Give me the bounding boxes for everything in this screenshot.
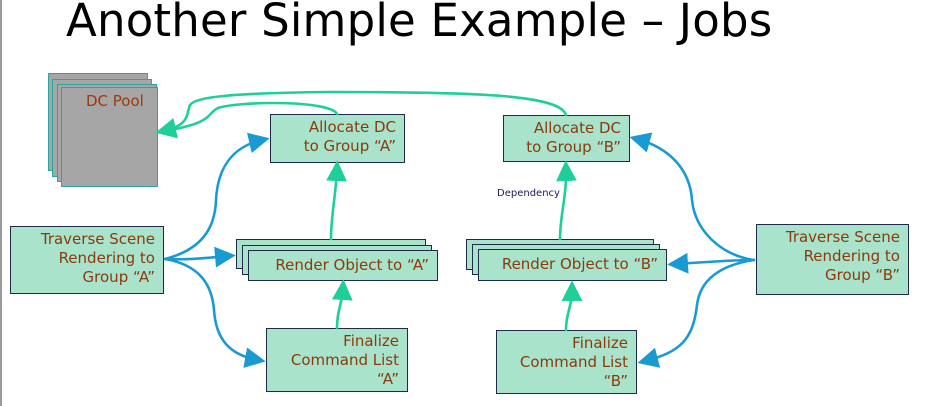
dependency-arrow-allocate-a-to-pool: [163, 101, 339, 133]
node-line: “B”: [603, 372, 628, 390]
node-line: Rendering to: [58, 249, 155, 267]
node-line: Render Object to “B”: [501, 255, 658, 273]
dc-pool-card-front: [61, 87, 158, 187]
node-line: “A”: [376, 370, 399, 388]
dependency-arrow-finalize-a-to-render-a: [331, 279, 353, 330]
allocate-dc-group-b-node: Allocate DC to Group “B”: [503, 115, 630, 162]
node-line: Command List: [290, 351, 399, 369]
node-line: to Group “B”: [526, 138, 621, 156]
spawn-arrow-traverse-b-to-finalize-b: [637, 258, 756, 368]
finalize-command-list-b-node: Finalize Command List “B”: [496, 330, 637, 394]
render-object-a-node: Render Object to “A”: [248, 250, 438, 281]
traverse-scene-group-b-node: Traverse Scene Rendering to Group “B”: [756, 224, 909, 295]
node-line: Group “B”: [825, 266, 900, 284]
node-line: Command List: [519, 353, 628, 371]
dependency-arrow-finalize-b-to-render-b: [561, 280, 583, 332]
traverse-scene-group-a-node: Traverse Scene Rendering to Group “A”: [10, 226, 164, 294]
slide-title: Another Simple Example – Jobs: [66, 0, 773, 47]
node-line: Traverse Scene: [40, 230, 155, 248]
dependency-arrow-allocate-b-to-pool: [155, 90, 568, 139]
node-line: Finalize: [343, 332, 399, 350]
node-line: Finalize: [572, 334, 628, 352]
dc-pool-label: DC Pool: [86, 92, 144, 110]
dependency-arrow-render-a-to-allocate-a: [326, 160, 347, 241]
node-line: Render Object to “A”: [275, 256, 429, 274]
node-line: Allocate DC: [533, 119, 621, 137]
dependency-arrow-render-b-to-allocate-b: [556, 160, 577, 241]
spawn-arrow-traverse-b-to-allocate-b: [629, 132, 756, 262]
node-line: Rendering to: [803, 247, 900, 265]
node-line: Allocate DC: [308, 118, 396, 136]
slide-left-border: [0, 0, 2, 406]
spawn-arrow-traverse-a-to-finalize-a: [163, 257, 266, 368]
dependency-label: Dependency: [497, 188, 560, 199]
finalize-command-list-a-node: Finalize Command List “A”: [266, 328, 408, 392]
node-line: to Group “A”: [303, 137, 396, 155]
spawn-arrow-traverse-a-to-allocate-a: [163, 132, 270, 261]
node-line: Traverse Scene: [785, 228, 900, 246]
node-line: Group “A”: [82, 268, 155, 286]
